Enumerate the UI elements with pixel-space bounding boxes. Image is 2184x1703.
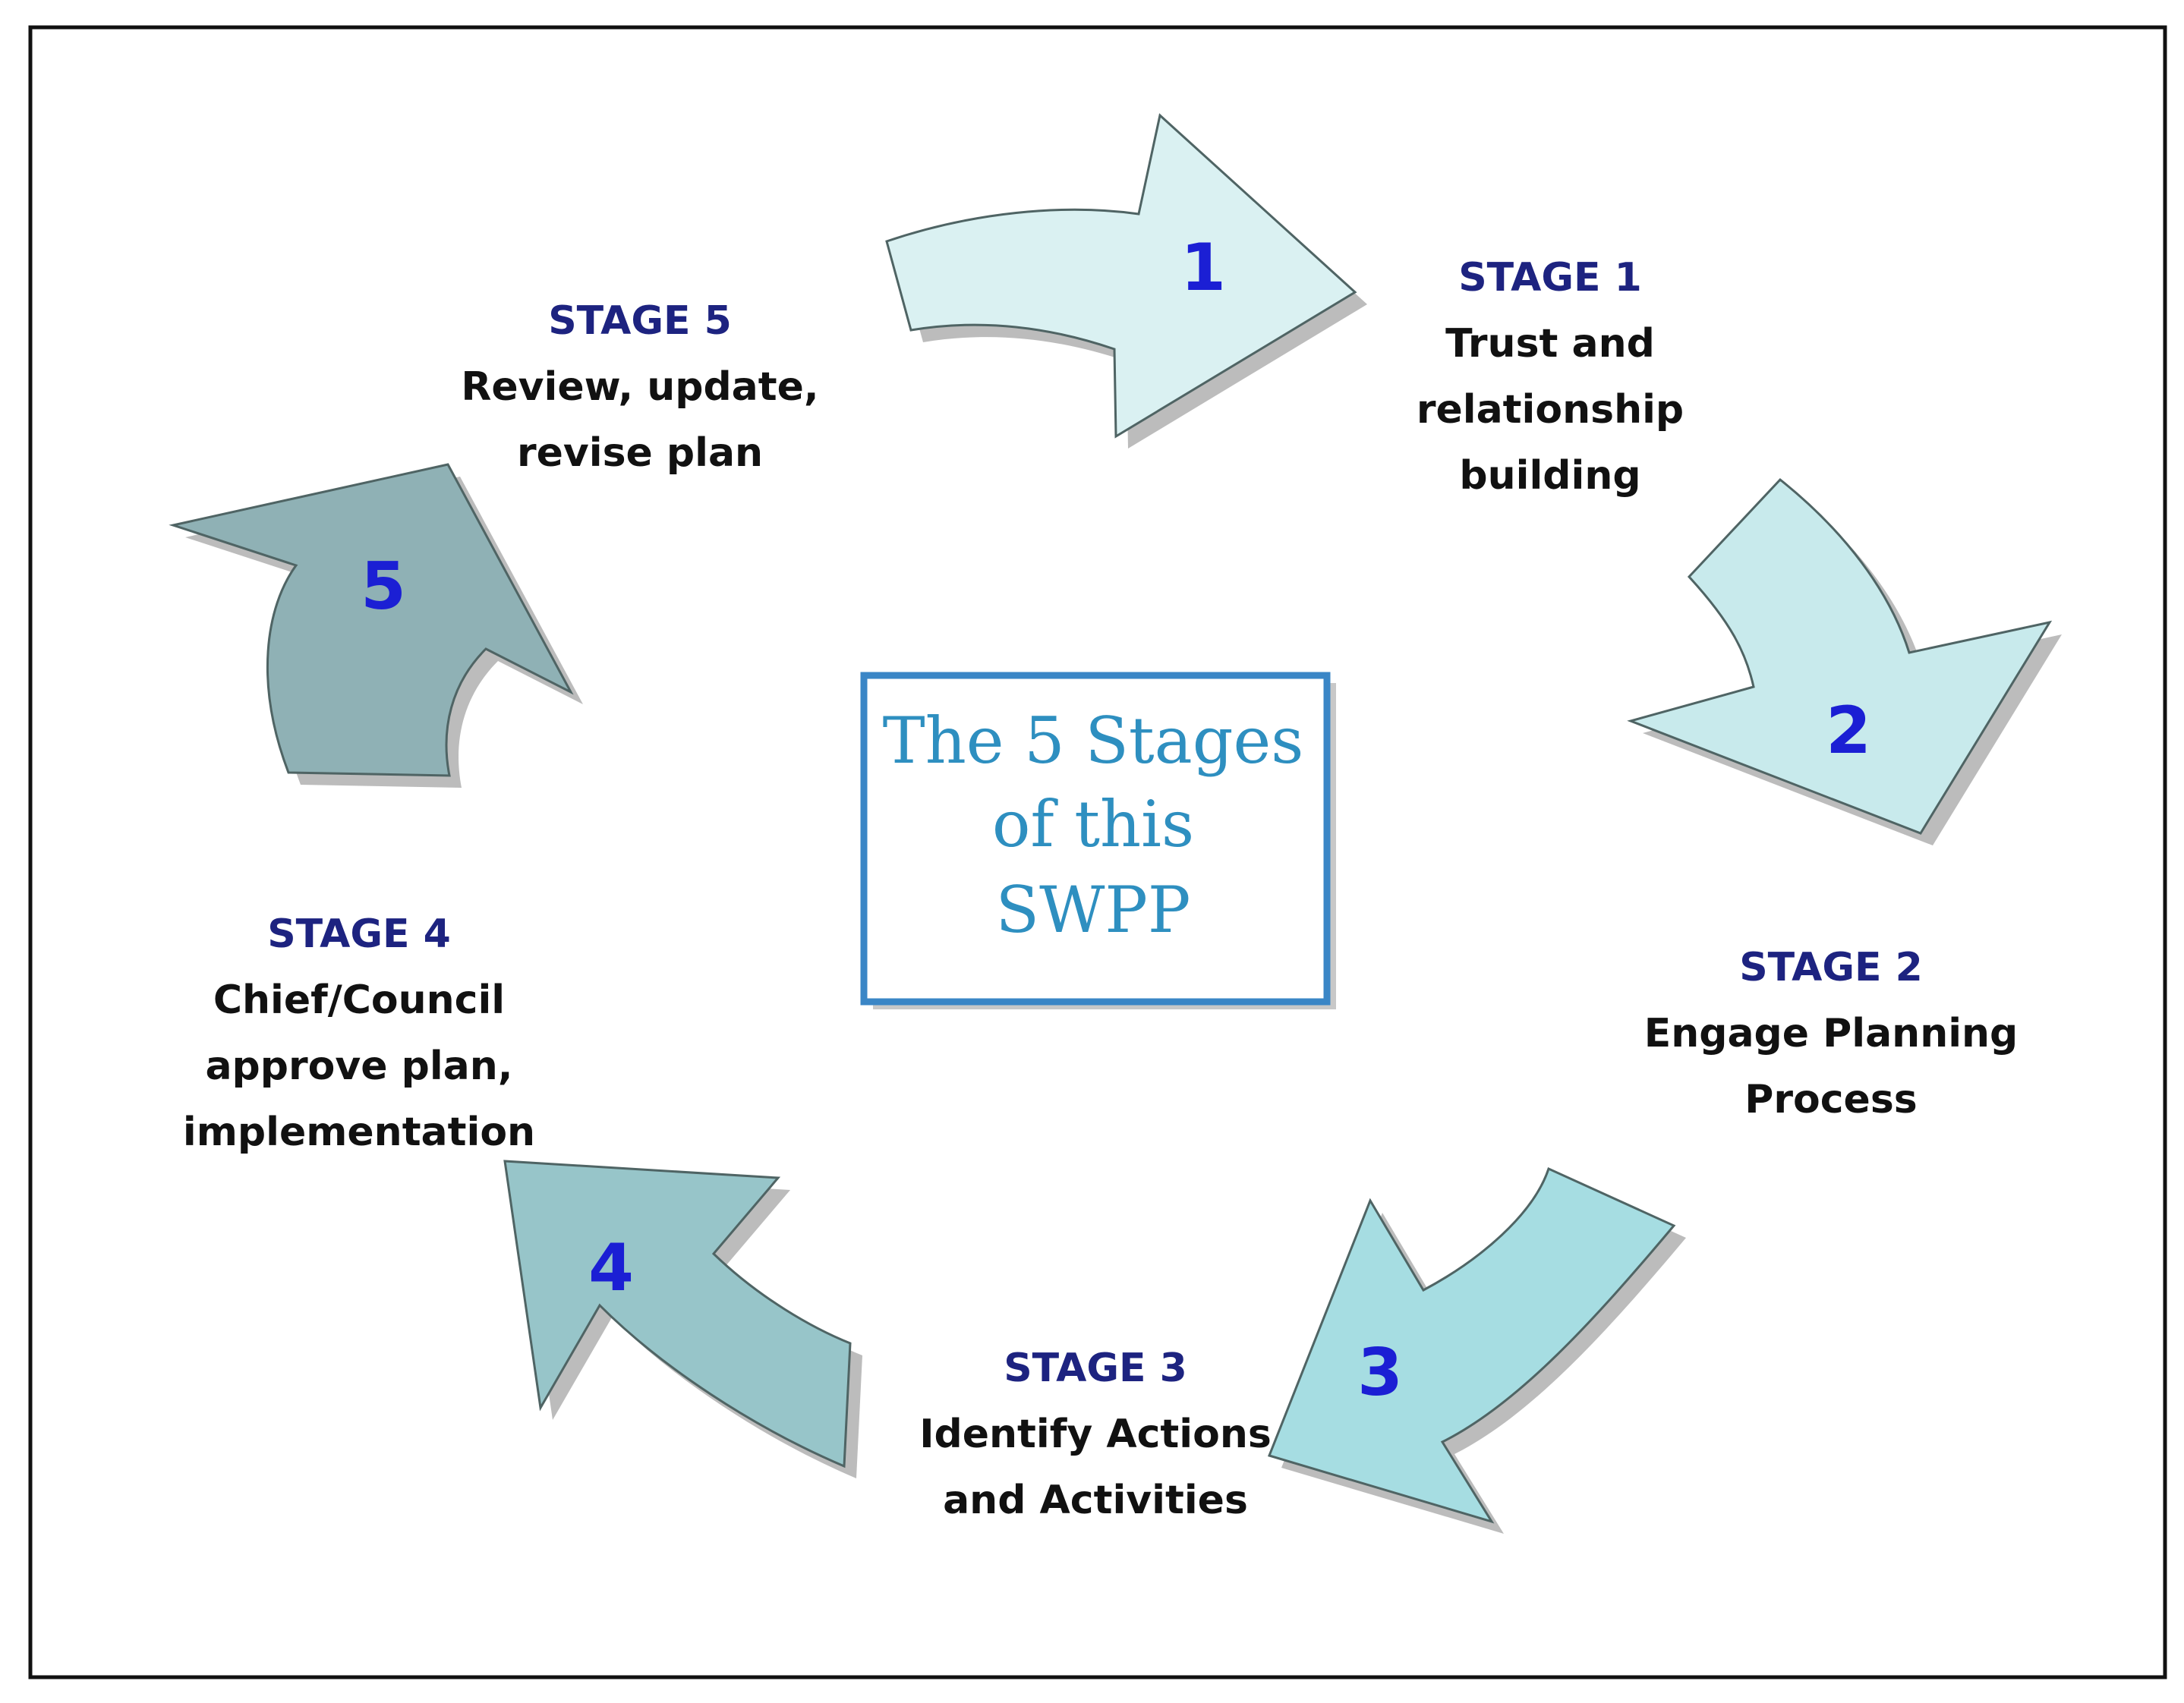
stage-3-arrow-group: 3 [1268, 1166, 1686, 1534]
stage-4-line-3: implementation [183, 1110, 535, 1155]
stage-5-line-2: revise plan [517, 430, 763, 476]
center-title-line-3: SWPP [996, 873, 1191, 947]
center-title-line-2: of this [992, 787, 1194, 861]
stage-4-number: 4 [588, 1230, 634, 1306]
stage-3-number: 3 [1357, 1335, 1403, 1411]
stage-1-line-1: Trust and [1445, 321, 1655, 367]
stage-4-line-2: approve plan, [205, 1044, 512, 1089]
stage-4-heading: STAGE 4 [267, 911, 451, 957]
center-box: The 5 Stages of this SWPP [860, 672, 1336, 1009]
stage-2-heading: STAGE 2 [1739, 945, 1923, 990]
stage-1-arrow-group: 1 [885, 113, 1367, 449]
stage-5-line-1: Review, update, [461, 364, 818, 410]
stage-2-line-2: Process [1744, 1077, 1917, 1122]
stage-4-arrow-group: 4 [503, 1160, 862, 1478]
stage-1-line-2: relationship [1417, 387, 1684, 433]
stage-5-arrow-group: 5 [169, 463, 583, 788]
stage-5-number: 5 [361, 549, 406, 625]
stage-3-line-1: Identify Actions [919, 1412, 1272, 1457]
stage-1-number: 1 [1180, 230, 1226, 306]
stage-4-label: STAGE 4 Chief/Council approve plan, impl… [183, 911, 535, 1155]
stage-2-line-1: Engage Planning [1644, 1011, 2019, 1056]
stage-3-line-2: and Activities [943, 1478, 1248, 1523]
stage-2-label: STAGE 2 Engage Planning Process [1644, 945, 2019, 1122]
stage-2-arrow-group: 2 [1627, 477, 2062, 845]
stage-5-arrow [169, 463, 574, 777]
stage-3-heading: STAGE 3 [1004, 1346, 1187, 1391]
center-title-line-1: The 5 Stages [883, 704, 1304, 778]
stage-3-arrow [1268, 1166, 1676, 1524]
stage-5-heading: STAGE 5 [548, 298, 732, 344]
center-box-frame [860, 672, 1331, 1006]
stage-1-label: STAGE 1 Trust and relationship building [1417, 255, 1684, 499]
stage-1-line-3: building [1459, 453, 1640, 499]
stage-1-heading: STAGE 1 [1458, 255, 1642, 301]
stage-1-arrow [885, 113, 1357, 439]
stage-5-label: STAGE 5 Review, update, revise plan [461, 298, 818, 476]
stage-4-arrow [503, 1160, 852, 1468]
stage-4-line-1: Chief/Council [213, 977, 505, 1023]
stage-3-label: STAGE 3 Identify Actions and Activities [919, 1346, 1272, 1523]
stage-2-number: 2 [1826, 693, 1871, 769]
stage-2-arrow [1627, 477, 2053, 835]
